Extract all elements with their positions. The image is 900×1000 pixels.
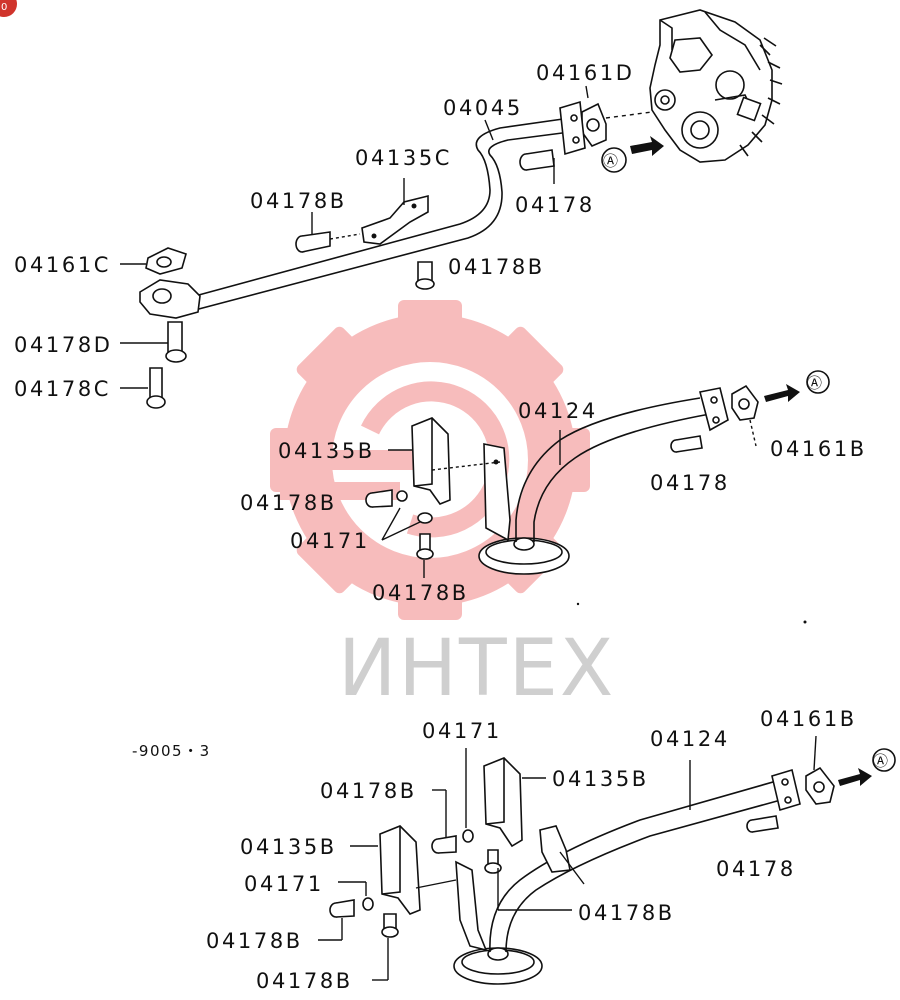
bracket-04135B-upper xyxy=(483,757,523,848)
ref-a-label-middle: Ⓐ xyxy=(807,374,824,392)
ref-a-label-top: Ⓐ xyxy=(603,152,620,170)
label-04124-bottom: 04124 xyxy=(650,727,730,751)
label-04178-top: 04178 xyxy=(515,193,595,217)
label-04161C: 04161C xyxy=(14,253,111,277)
label-04178-bottom: 04178 xyxy=(716,857,796,881)
label-04135B-bottom-a: 04135B xyxy=(552,767,649,791)
bracket-plate-bottom-right xyxy=(539,825,571,873)
bolt-04178B-bottom-c xyxy=(329,899,355,918)
bracket-04135B-lower xyxy=(379,825,421,915)
corner-badge-text: 0 xyxy=(1,2,7,13)
bracket-plate-middle xyxy=(483,443,511,542)
stray-dot-2 xyxy=(576,602,580,606)
bolt-04178-middle xyxy=(670,435,703,453)
ref-arrow-a-middle: Ⓐ xyxy=(764,370,830,402)
label-04171-bottom-a: 04171 xyxy=(422,719,502,743)
label-04124-middle: 04124 xyxy=(518,399,598,423)
gasket-04161B-bottom xyxy=(805,766,835,805)
bolt-04178-top xyxy=(519,149,555,171)
label-04161B-middle: 04161B xyxy=(770,437,867,461)
middle-assembly: Ⓐ xyxy=(240,370,867,605)
label-04178C: 04178C xyxy=(14,377,111,401)
strainer-middle xyxy=(478,537,570,575)
label-04178B-b: 04178B xyxy=(448,255,545,279)
label-04171-bottom-b: 04171 xyxy=(244,872,324,896)
label-04171-middle: 04171 xyxy=(290,529,370,553)
bolt-04178D xyxy=(165,321,187,363)
washer-04171-bottom-b xyxy=(362,897,374,911)
oil-pump-housing-illustration xyxy=(649,9,783,163)
label-04135C: 04135C xyxy=(355,146,452,170)
bolt-04178B-bottom-d xyxy=(381,913,399,938)
bolt-04178B-vertical xyxy=(415,261,435,290)
label-04135B-middle: 04135B xyxy=(278,439,375,463)
ref-a-label-bottom: Ⓐ xyxy=(873,752,890,770)
gasket-04161C xyxy=(145,247,187,275)
washer-04171-middle xyxy=(417,512,433,524)
bolt-04178B-bottom-b xyxy=(484,849,502,874)
label-04161D: 04161D xyxy=(536,61,635,85)
washer-04171-bottom-a xyxy=(462,829,474,843)
label-04178B-bottom-a: 04178B xyxy=(320,779,417,803)
gasket-04161B-middle xyxy=(731,384,759,421)
bolt-04178B-horizontal xyxy=(295,231,361,253)
oil-pipe-04045 xyxy=(139,100,586,319)
label-04161B-bottom: 04161B xyxy=(760,707,857,731)
label-04178B-bottom-b: 04178B xyxy=(578,901,675,925)
ref-arrow-a-bottom: Ⓐ xyxy=(838,748,896,786)
label-04178-middle: 04178 xyxy=(650,471,730,495)
label-04135B-bottom-b: 04135B xyxy=(240,835,337,859)
bolt-04178C xyxy=(146,367,166,409)
figure-code: -9005・3 xyxy=(132,742,211,760)
bolt-04178B-middle-a xyxy=(365,489,408,508)
bolt-04178B-middle-b xyxy=(416,533,434,560)
label-04045: 04045 xyxy=(443,96,523,120)
strainer-bottom xyxy=(453,947,543,985)
label-04178B-bottom-c: 04178B xyxy=(206,929,303,953)
label-04178B-a: 04178B xyxy=(250,189,347,213)
label-04178D: 04178D xyxy=(14,333,113,357)
bracket-04135C xyxy=(361,194,429,245)
bracket-04135B-middle xyxy=(411,417,501,505)
stray-dot xyxy=(803,620,807,624)
watermark-gear-icon xyxy=(270,300,590,620)
label-04178B-middle-b: 04178B xyxy=(372,581,469,605)
label-04178B-bottom-d: 04178B xyxy=(256,969,353,993)
label-04178B-middle-a: 04178B xyxy=(240,491,337,515)
top-assembly: Ⓐ 04161D 04045 04135C 04178B 04178 04161… xyxy=(14,9,783,409)
gasket-04161D xyxy=(581,102,607,147)
bracket-plate-bottom-left xyxy=(455,860,488,952)
bolt-04178B-bottom-a xyxy=(431,835,457,854)
watermark-text: ИНТЕХ xyxy=(338,624,615,714)
bottom-assembly: Ⓐ xyxy=(206,707,896,993)
ref-arrow-a-top: Ⓐ xyxy=(601,136,664,173)
bolt-04178-bottom xyxy=(746,815,779,833)
oil-pipe-04124-bottom xyxy=(489,768,801,953)
corner-badge: 0 xyxy=(0,0,17,17)
